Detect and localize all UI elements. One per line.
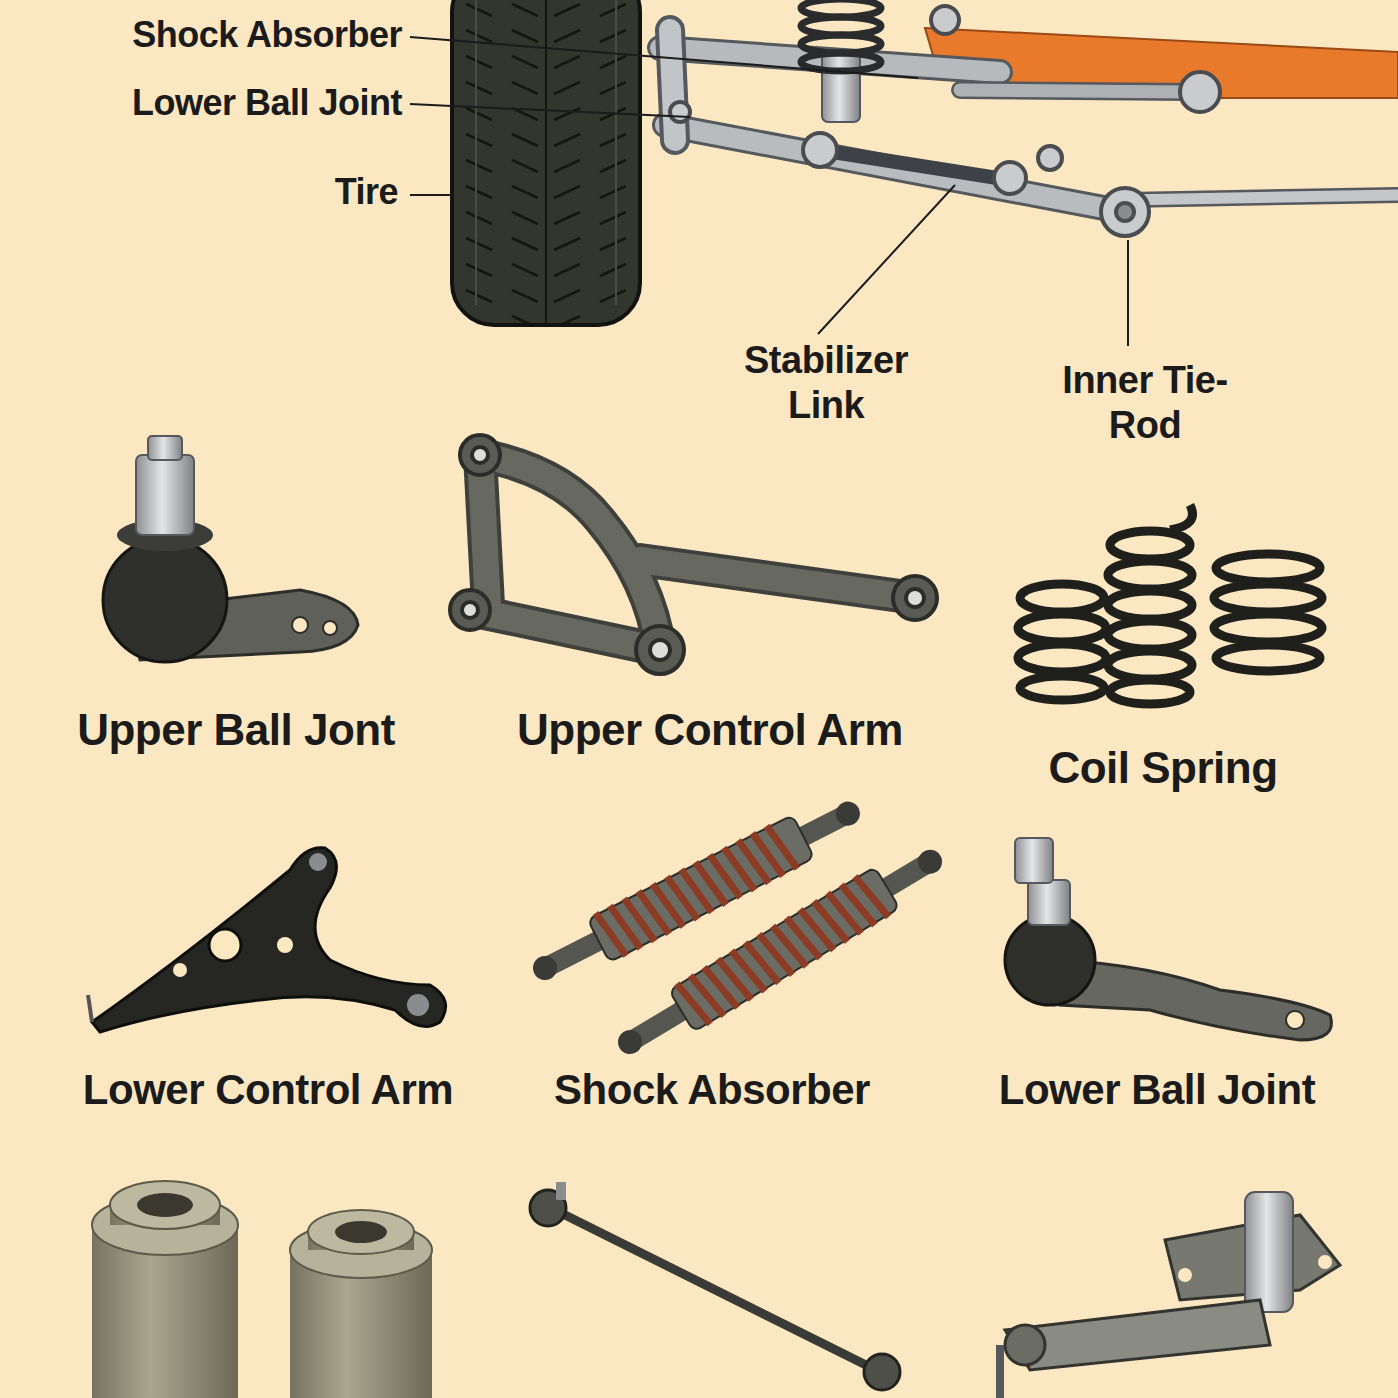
upper-ball-joint [103,436,358,662]
upper-control-arm [450,435,937,674]
part-label: Lower Control Arm [83,1065,453,1115]
part-label: Tire [335,171,398,213]
bushings [92,1181,432,1398]
part-label: Lower Ball Joint [999,1065,1315,1115]
idler-arm [1000,1192,1340,1398]
part-label: Coil Spring [1048,742,1277,794]
shock-absorbers [523,785,954,1070]
part-label: Shock Absorber [554,1065,870,1115]
part-label: Upper Control Arm [517,704,903,756]
coil-springs [1018,505,1322,704]
stabilizer-link [530,1182,900,1390]
part-label: Lower Ball Joint [132,82,402,124]
lower-ball-joint [1005,838,1331,1040]
part-label: Upper Ball Jont [77,704,395,756]
part-label: Shock Absorber [132,14,402,56]
part-label: Inner Tie-Rod [1040,358,1250,448]
lower-control-arm [88,848,446,1032]
leader-lines [410,37,1128,346]
part-label: Stabilizer Link [706,338,946,428]
front-suspension-assembly [452,0,1398,325]
